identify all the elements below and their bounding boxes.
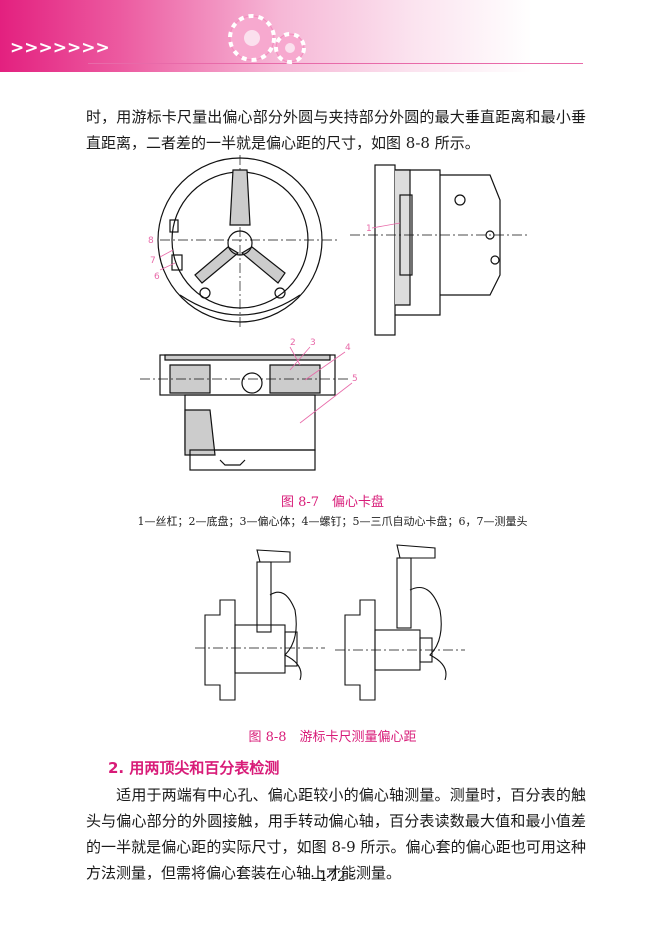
gears-icon [228, 14, 306, 64]
page-number: · 172 · [310, 869, 355, 885]
callout-1: 1 [366, 224, 372, 234]
section-body-text: 适用于两端有中心孔、偏心距较小的偏心轴测量。测量时，百分表的触头与偏心部分的外圆… [86, 786, 586, 882]
figure-8-7-legend: 1—丝杠；2—底盘；3—偏心体；4—螺钉；5—三爪自动心卡盘；6，7—测量头 [137, 515, 528, 528]
callout-7: 7 [150, 256, 156, 266]
figure-8-8-drawing [195, 544, 465, 701]
header-chevrons: >>>>>>> [10, 38, 110, 58]
figure-8-7-drawing: 1 2 3 4 5 6 7 8 [140, 155, 530, 471]
section-body: 适用于两端有中心孔、偏心距较小的偏心轴测量。测量时，百分表的触头与偏心部分的外圆… [86, 782, 586, 886]
callout-5: 5 [352, 374, 358, 384]
figure-8-8-caption: 图 8-8 游标卡尺测量偏心距 [248, 730, 417, 745]
header-rule [88, 63, 583, 64]
callout-6: 6 [154, 272, 160, 282]
callout-2: 2 [290, 338, 296, 348]
figure-8-7-caption: 图 8-7 偏心卡盘 [280, 495, 385, 510]
callout-3: 3 [310, 338, 316, 348]
callout-4: 4 [345, 343, 351, 353]
paragraph-top: 时，用游标卡尺量出偏心部分外圆与夹持部分外圆的最大垂直距离和最小垂直距离，二者差… [86, 108, 586, 152]
section-heading: 2. 用两顶尖和百分表检测 [108, 759, 280, 777]
header-band [0, 0, 665, 72]
callout-8: 8 [148, 236, 154, 246]
